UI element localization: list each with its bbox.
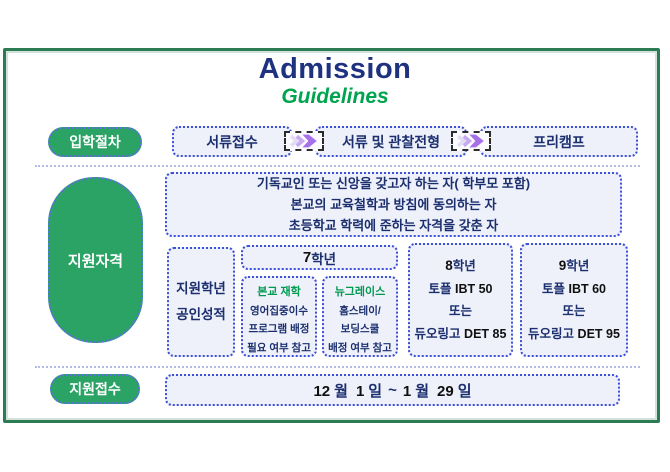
track-line: 홈스테이/ <box>339 304 381 317</box>
chevron-arrow-icon <box>457 134 484 148</box>
grade8-box: 8학년 토플 IBT 50 또는 듀오링고 DET 85 <box>408 243 513 357</box>
process-step-document-submission: 서류접수 <box>172 126 292 157</box>
grade7-suffix: 학년 <box>311 251 337 267</box>
separator-line <box>35 366 640 368</box>
criteria-line: 본교의 교육철학과 방침에 동의하는 자 <box>290 197 497 212</box>
track-line: 배정 여부 참고 <box>328 341 392 354</box>
grade9-test1: 토플 IBT 60 <box>541 281 606 296</box>
criteria-line: 기독교인 또는 신앙을 갖고자 하는 자( 학부모 포함) <box>256 176 531 191</box>
qualification-label-blob: 지원자격 <box>48 177 143 343</box>
grade9-box: 9학년 토플 IBT 60 또는 듀오링고 DET 95 <box>520 243 628 357</box>
process-step-precamp: 프리캠프 <box>480 126 638 157</box>
track-line: 필요 여부 참고 <box>247 341 311 354</box>
eligibility-criteria-box: 기독교인 또는 신앙을 갖고자 하는 자( 학부모 포함) 본교의 교육철학과 … <box>165 172 622 237</box>
process-label-pill: 입학절차 <box>48 127 142 157</box>
grade-score-label-line: 지원학년 <box>176 281 226 296</box>
grade7-track-box-enrolled: 본교 재학 영어집중이수 프로그램 배정 필요 여부 참고 <box>241 276 317 357</box>
step-arrow-connector <box>284 131 324 151</box>
grade-score-label-line: 공인성적 <box>176 307 226 322</box>
grade8-test2: 듀오링고 DET 85 <box>414 326 507 341</box>
track-name: 뉴그레이스 <box>334 286 386 298</box>
track-line: 영어집중이수 <box>250 304 308 317</box>
track-line: 프로그램 배정 <box>248 323 310 335</box>
criteria-line: 초등학교 학력에 준하는 자격을 갖춘 자 <box>288 218 499 233</box>
title-block: Admission Guidelines <box>0 54 670 108</box>
step-arrow-connector <box>451 131 491 151</box>
grade7-track-box-newgrace: 뉴그레이스 홈스테이/ 보딩스쿨 배정 여부 참고 <box>322 276 398 357</box>
grade8-or: 또는 <box>448 304 472 318</box>
grade9-or: 또는 <box>562 304 586 318</box>
period-separator: ~ <box>388 381 397 399</box>
separator-line <box>35 165 640 167</box>
application-label-pill: 지원접수 <box>50 374 140 404</box>
grade9-header: 9학년 <box>558 258 590 273</box>
process-step-screening: 서류 및 관찰전형 <box>315 126 467 157</box>
grade8-header: 8학년 <box>445 258 476 273</box>
grade7-number: 7 <box>302 249 312 266</box>
grade-score-label-box: 지원학년 공인성적 <box>167 247 235 357</box>
slide-title: Admission <box>258 53 412 85</box>
slide-subtitle: Guidelines <box>281 85 389 109</box>
track-line: 보딩스쿨 <box>340 323 380 335</box>
grade8-test1: 토플 IBT 50 <box>428 281 493 296</box>
chevron-arrow-icon <box>290 134 317 148</box>
grade9-test2: 듀오링고 DET 95 <box>528 326 620 341</box>
track-name: 본교 재학 <box>257 286 301 298</box>
